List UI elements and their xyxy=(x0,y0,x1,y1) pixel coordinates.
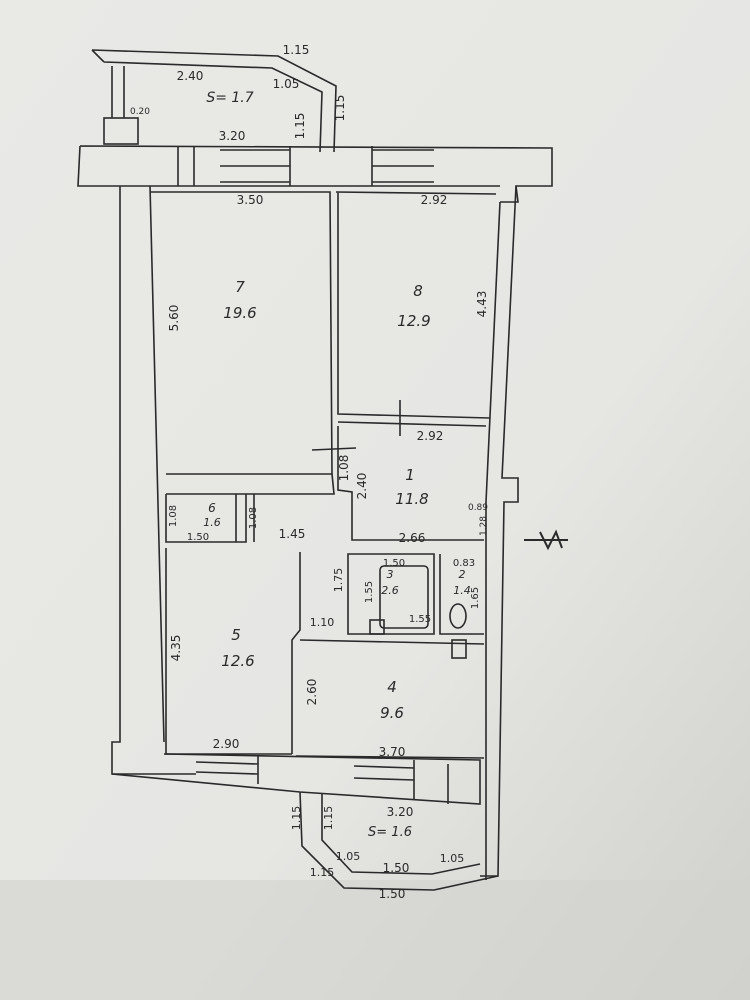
dim-label: 0.20 xyxy=(130,107,150,117)
room-1-walls xyxy=(166,426,484,541)
dim-label: 0.83 xyxy=(453,558,475,569)
room-5-area: 12.6 xyxy=(221,652,254,670)
room-6-number: 6 xyxy=(208,501,216,515)
dim-label: 1.15 xyxy=(333,95,347,122)
room-8-area: 12.9 xyxy=(397,312,430,330)
dim-label: 2.66 xyxy=(399,531,426,545)
dimension-labels: 1.15 2.40 1.05 1.15 1.15 0.20 3.20 3.50 … xyxy=(130,43,489,901)
room-2-area: 1.4 xyxy=(453,584,471,597)
dim-label: 1.15 xyxy=(290,806,303,831)
top-balcony-post xyxy=(103,117,139,145)
dim-label: 2.40 xyxy=(355,473,369,500)
dim-label: 1.28 xyxy=(479,516,489,536)
dim-label: 1.15 xyxy=(310,866,335,879)
room-1-area: 11.8 xyxy=(395,490,428,508)
dim-label: 1.15 xyxy=(283,43,310,57)
room-8-number: 8 xyxy=(413,282,423,300)
room-7-area: 19.6 xyxy=(223,304,256,322)
dim-label: 1.08 xyxy=(248,507,259,529)
room-7-number: 7 xyxy=(235,278,245,296)
dim-label: 3.50 xyxy=(237,193,264,207)
dim-label: 1.15 xyxy=(322,806,335,831)
room-3-walls xyxy=(347,553,435,635)
dim-label: 1.08 xyxy=(337,455,351,482)
dim-label: 1.50 xyxy=(383,861,410,875)
room-3-area: 2.6 xyxy=(381,584,399,597)
dim-label: 2.92 xyxy=(421,193,448,207)
dim-label: 3.70 xyxy=(379,745,406,759)
top-balcony-outline xyxy=(91,49,337,153)
dim-label: 2.40 xyxy=(177,69,204,83)
dim-label: 1.50 xyxy=(187,532,209,543)
dim-label: 2.92 xyxy=(417,429,444,443)
top-balcony-area: S= 1.7 xyxy=(206,90,253,106)
bottom-balcony-area: S= 1.6 xyxy=(368,825,412,840)
room-7-walls xyxy=(150,191,333,475)
paper-shadow-bottom xyxy=(0,880,750,1000)
dim-label: 0.89 xyxy=(468,503,488,513)
dim-label: 1.75 xyxy=(332,568,345,593)
bathtub-fixture xyxy=(379,565,429,629)
north-arrow-icon xyxy=(524,529,568,551)
room-8-walls xyxy=(335,191,497,419)
dim-label: 4.35 xyxy=(169,635,183,662)
bottom-balcony-outline xyxy=(299,791,499,891)
room-2-walls xyxy=(439,554,484,635)
dim-label: 5.60 xyxy=(167,305,181,332)
dim-label: 1.55 xyxy=(409,614,431,625)
dim-label: 4.43 xyxy=(475,291,489,318)
room-4-area: 9.6 xyxy=(380,704,404,722)
dim-label: 1.05 xyxy=(336,850,361,863)
room-5-number: 5 xyxy=(231,626,241,644)
dim-label: 2.90 xyxy=(213,737,240,751)
dim-label: 2.60 xyxy=(305,679,319,706)
dim-label: 1.50 xyxy=(383,558,405,569)
dim-label: 1.50 xyxy=(379,887,406,901)
toilet-fixture xyxy=(449,603,467,629)
dim-label: 1.65 xyxy=(470,587,481,609)
dim-label: 1.05 xyxy=(440,852,465,865)
dim-label: 1.08 xyxy=(168,505,179,527)
room-3-number: 3 xyxy=(387,568,394,581)
dim-label: 1.10 xyxy=(310,616,335,629)
dim-label: 1.15 xyxy=(293,113,307,140)
dim-label: 3.20 xyxy=(219,129,246,143)
dim-label: 1.55 xyxy=(364,581,375,603)
bottom-wall xyxy=(111,753,481,805)
dim-label: 3.20 xyxy=(387,805,414,819)
dim-label: 1.45 xyxy=(279,527,306,541)
dim-label: 1.05 xyxy=(273,77,300,91)
room-6-area: 1.6 xyxy=(203,516,221,529)
room-6-walls xyxy=(165,494,247,543)
plan-drawing xyxy=(77,49,553,891)
room-labels: 7 19.6 8 12.9 1 11.8 6 1.6 3 2.6 2 1.4 5… xyxy=(203,90,471,840)
sink-fixture xyxy=(369,619,385,635)
room-2-number: 2 xyxy=(459,568,466,581)
room-4-number: 4 xyxy=(387,678,397,696)
left-wall xyxy=(111,185,196,775)
room-1-number: 1 xyxy=(405,466,415,484)
